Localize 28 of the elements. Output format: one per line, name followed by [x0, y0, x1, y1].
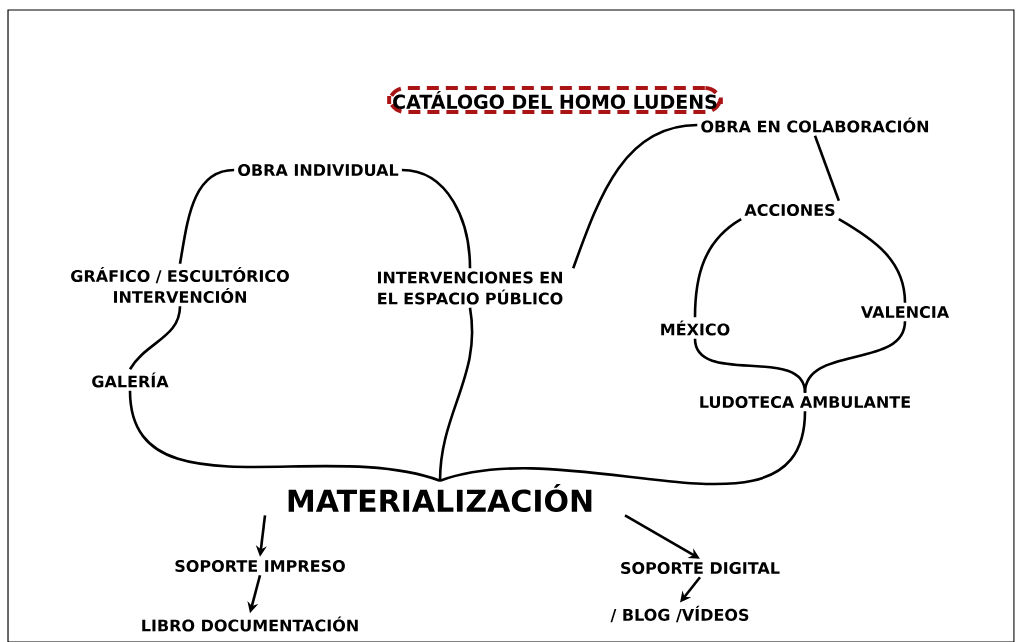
handwritten-label: SOPORTE IMPRESO [175, 559, 345, 573]
connector-line [128, 306, 182, 370]
connector-line [838, 218, 907, 303]
handwritten-label: ACCIONES [744, 203, 835, 217]
connector-line [439, 411, 807, 486]
handwritten-label: MÉXICO [661, 320, 730, 336]
dashed-title-box: CATÁLOGO DEL HOMO LUDENS [387, 86, 723, 114]
handwritten-label: GRÁFICO / ESCULTÓRICO INTERVENCIÓN [71, 266, 289, 303]
connector-line [128, 390, 441, 482]
handwritten-label: MATERIALIZACIÓN [288, 483, 592, 513]
arrow [624, 514, 700, 559]
handwritten-label: OBRA INDIVIDUAL [238, 163, 399, 177]
handwritten-label: OBRA EN COLABORACIÓN [701, 117, 929, 133]
connector-line [178, 168, 235, 264]
connector-line [401, 168, 472, 269]
handwritten-label: / BLOG /VÍDEOS [610, 605, 749, 623]
connector-line [803, 321, 907, 393]
handwritten-label: VALENCIA [860, 305, 950, 319]
connector-line [571, 123, 698, 269]
handwritten-label: LIBRO DOCUMENTACIÓN [142, 616, 358, 632]
handwritten-label: LUDOTECA AMBULANTE [700, 395, 910, 409]
connector-line [693, 218, 742, 318]
connector-line [438, 307, 474, 481]
connector-line [813, 135, 841, 202]
handwritten-label: INTERVENCIONES EN EL ESPACIO PÚBLICO [378, 271, 563, 305]
connector-line [693, 338, 807, 393]
handwritten-label: GALERÍA [92, 372, 169, 388]
handwritten-label: SOPORTE DIGITAL [621, 561, 780, 575]
